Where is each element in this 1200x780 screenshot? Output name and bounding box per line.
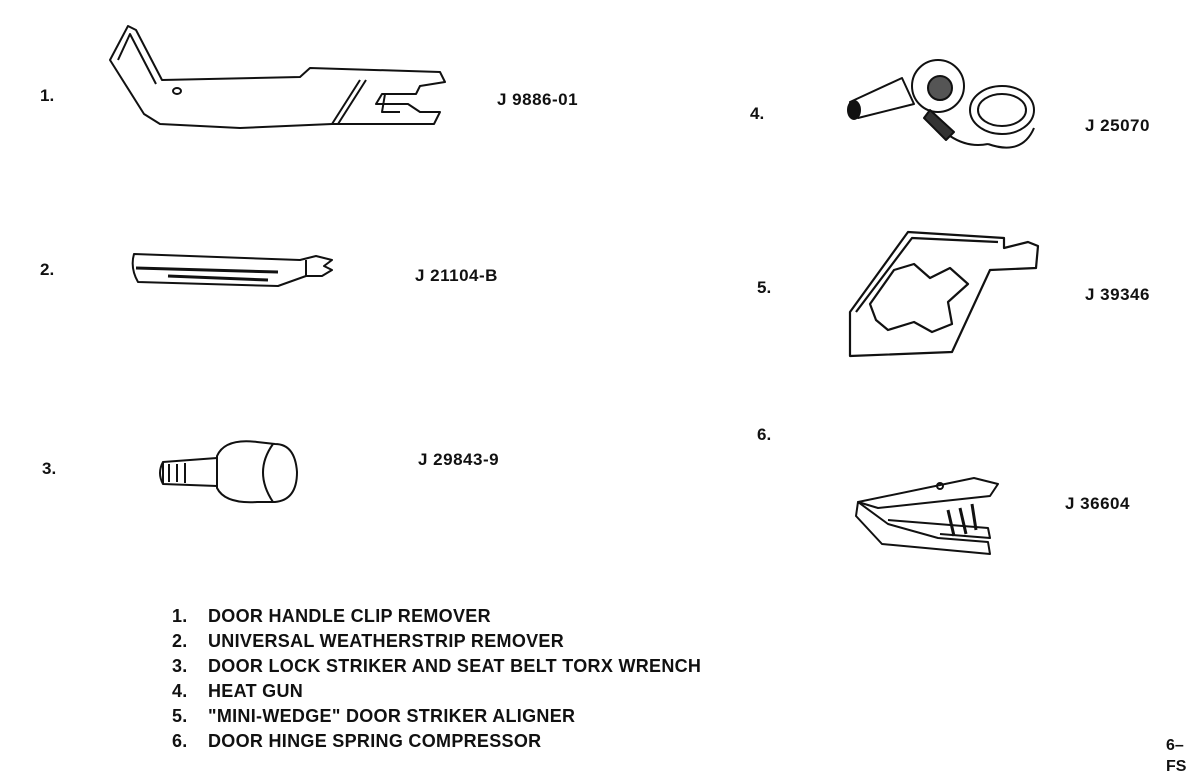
part-number-5: J 39346 — [1085, 285, 1150, 304]
universal-weatherstrip-remover-illustration — [128, 246, 338, 294]
figure-number-6: 6. — [757, 425, 772, 444]
heat-gun-illustration — [842, 44, 1052, 169]
legend-item-3: 3.DOOR LOCK STRIKER AND SEAT BELT TORX W… — [172, 656, 702, 676]
part-number-1: J 9886-01 — [497, 90, 579, 109]
figure-code-line-2: FS — [1166, 758, 1187, 775]
spring-compressor-illustration — [848, 468, 1003, 558]
torx-wrench-socket-illustration — [155, 432, 305, 512]
part-number-2: J 21104-B — [415, 266, 498, 285]
tool-legend: 1.DOOR HANDLE CLIP REMOVER 2.UNIVERSAL W… — [172, 604, 701, 754]
part-number-6: J 36604 — [1065, 494, 1130, 513]
part-number-3: J 29843-9 — [418, 450, 500, 469]
figure-number-3: 3. — [42, 459, 57, 478]
legend-item-1: 1.DOOR HANDLE CLIP REMOVER — [172, 606, 491, 626]
figure-code-line-1: 6– — [1166, 737, 1184, 754]
figure-number-2: 2. — [40, 260, 55, 279]
part-number-4: J 25070 — [1085, 116, 1150, 135]
legend-item-2: 2.UNIVERSAL WEATHERSTRIP REMOVER — [172, 631, 565, 651]
legend-item-6: 6.DOOR HINGE SPRING COMPRESSOR — [172, 731, 542, 751]
legend-item-5: 5."MINI-WEDGE" DOOR STRIKER ALIGNER — [172, 706, 576, 726]
door-handle-clip-remover-illustration — [100, 20, 460, 135]
figure-number-1: 1. — [40, 86, 55, 105]
legend-item-4: 4.HEAT GUN — [172, 681, 304, 701]
figure-number-5: 5. — [757, 278, 772, 297]
mini-wedge-aligner-illustration — [840, 224, 1050, 364]
figure-number-4: 4. — [750, 104, 765, 123]
